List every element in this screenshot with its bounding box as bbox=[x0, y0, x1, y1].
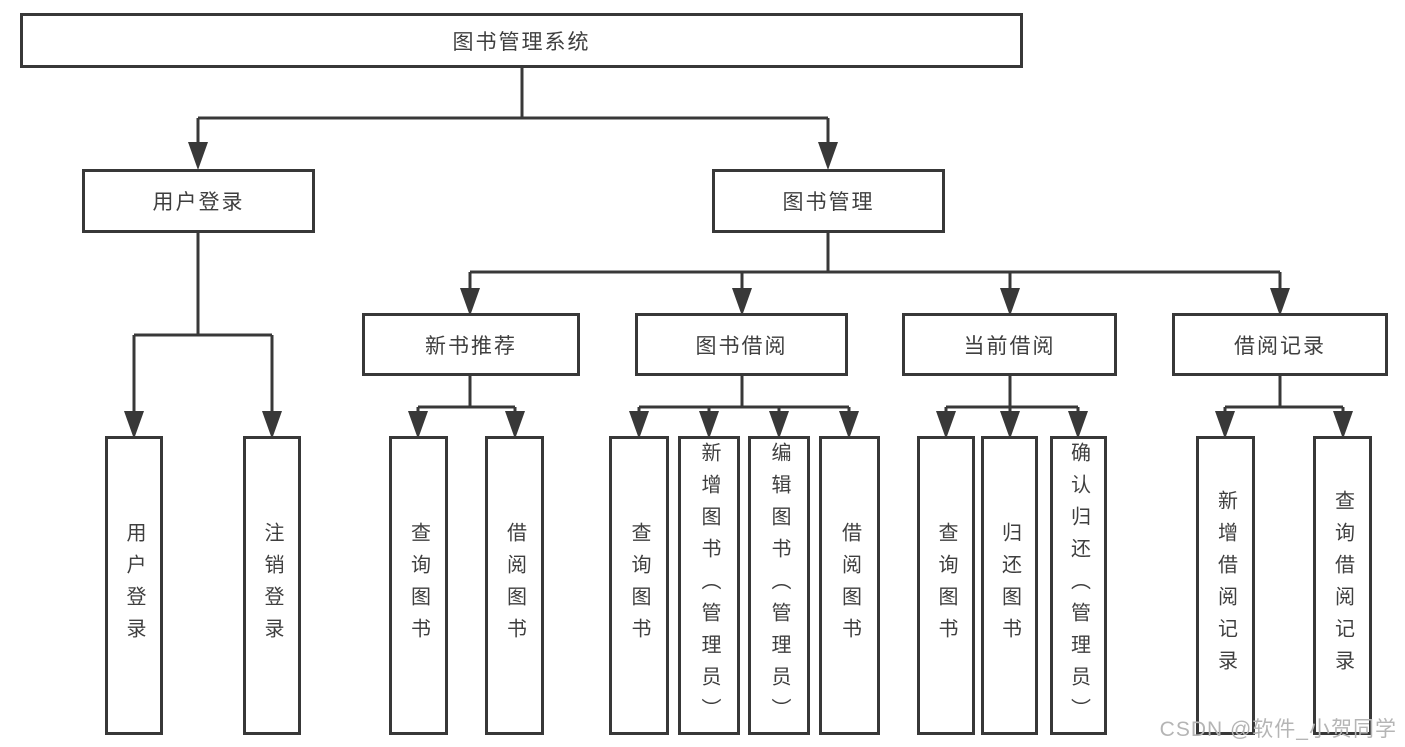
node-label: 用户登录 bbox=[123, 521, 145, 650]
arrow-down-icon bbox=[505, 411, 525, 439]
node-label: 注销登录 bbox=[261, 521, 283, 650]
node-new-book-recommendation: 新书推荐 bbox=[362, 313, 580, 376]
node-user-login: 用户登录 bbox=[82, 169, 315, 233]
node-borrowing-records: 借阅记录 bbox=[1172, 313, 1388, 376]
arrow-down-icon bbox=[839, 411, 859, 439]
node-label: 新增借阅记录 bbox=[1214, 489, 1237, 682]
leaf-return-books: 归还图书 bbox=[981, 436, 1038, 735]
node-label: 确认归还（管理员） bbox=[1067, 441, 1090, 730]
node-label: 图书借阅 bbox=[695, 334, 788, 358]
arrow-down-icon bbox=[1000, 411, 1020, 439]
arrow-down-icon bbox=[124, 411, 144, 439]
watermark: CSDN @软件_小贺同学 bbox=[1159, 718, 1397, 741]
node-library-management-system: 图书管理系统 bbox=[20, 13, 1023, 68]
arrowheads bbox=[124, 142, 1353, 439]
leaf-user-login: 用户登录 bbox=[105, 436, 163, 735]
node-label: 图书管理系统 bbox=[452, 30, 591, 54]
leaf-borrow-books-recommend: 借阅图书 bbox=[485, 436, 544, 735]
node-label: 新书推荐 bbox=[425, 334, 517, 358]
arrow-down-icon bbox=[936, 411, 956, 439]
arrow-down-icon bbox=[1068, 411, 1088, 439]
node-book-management: 图书管理 bbox=[712, 169, 945, 233]
node-label: 图书管理 bbox=[782, 191, 875, 214]
arrow-down-icon bbox=[818, 142, 838, 170]
leaf-logout: 注销登录 bbox=[243, 436, 301, 735]
arrow-down-icon bbox=[699, 411, 719, 439]
leaf-add-borrow-record: 新增借阅记录 bbox=[1196, 436, 1255, 735]
arrow-down-icon bbox=[1333, 411, 1353, 439]
node-label: 归还图书 bbox=[998, 521, 1021, 650]
node-book-borrowing: 图书借阅 bbox=[635, 313, 848, 376]
leaf-query-books-recommend: 查询图书 bbox=[389, 436, 448, 735]
node-label: 查询图书 bbox=[407, 521, 430, 650]
node-label: 借阅图书 bbox=[838, 521, 861, 650]
arrow-down-icon bbox=[629, 411, 649, 439]
arrow-down-icon bbox=[460, 288, 480, 316]
arrow-down-icon bbox=[769, 411, 789, 439]
arrow-down-icon bbox=[1270, 288, 1290, 316]
node-label: 借阅记录 bbox=[1234, 334, 1326, 358]
arrow-down-icon bbox=[732, 288, 752, 316]
node-label: 编辑图书（管理员） bbox=[768, 441, 790, 730]
node-label: 查询借阅记录 bbox=[1331, 489, 1354, 682]
node-label: 新增图书（管理员） bbox=[698, 441, 720, 730]
leaf-query-borrow-record: 查询借阅记录 bbox=[1313, 436, 1372, 735]
node-label: 查询图书 bbox=[935, 521, 957, 650]
arrow-down-icon bbox=[1000, 288, 1020, 316]
leaf-add-books-admin: 新增图书（管理员） bbox=[678, 436, 740, 735]
leaf-query-books-borrow: 查询图书 bbox=[609, 436, 669, 735]
arrow-down-icon bbox=[1215, 411, 1235, 439]
node-label: 借阅图书 bbox=[503, 521, 526, 650]
arrow-down-icon bbox=[262, 411, 282, 439]
leaf-confirm-return-admin: 确认归还（管理员） bbox=[1050, 436, 1107, 735]
leaf-borrow-books: 借阅图书 bbox=[819, 436, 880, 735]
node-label: 用户登录 bbox=[152, 191, 245, 214]
arrow-down-icon bbox=[188, 142, 208, 170]
node-label: 查询图书 bbox=[628, 521, 650, 650]
connector-paths bbox=[132, 66, 1345, 415]
node-label: 当前借阅 bbox=[963, 334, 1056, 358]
node-current-borrowing: 当前借阅 bbox=[902, 313, 1117, 376]
arrow-down-icon bbox=[408, 411, 428, 439]
leaf-edit-books-admin: 编辑图书（管理员） bbox=[748, 436, 810, 735]
leaf-query-books-current: 查询图书 bbox=[917, 436, 975, 735]
